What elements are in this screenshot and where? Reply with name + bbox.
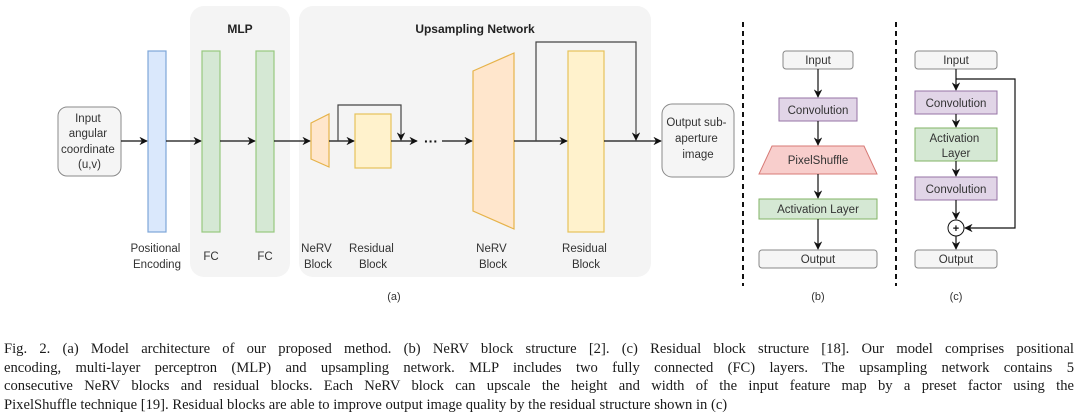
residual-block-large-label: Residual Block	[562, 243, 610, 271]
skip-connection-small	[337, 104, 406, 141]
b-input-label: Input	[805, 55, 831, 67]
ellipsis: ···	[424, 133, 438, 149]
caption-line-1: Fig. 2. (a) Model architecture of our pr…	[4, 341, 1074, 357]
b-output-node	[758, 249, 878, 269]
skip-connection-large	[535, 41, 641, 141]
panel-c-connectors	[951, 69, 1016, 250]
positional-encoding-label: Positional Encoding	[130, 243, 183, 271]
residual-block-small-label: Residual Block	[349, 243, 397, 271]
c-activation-node	[914, 127, 998, 162]
c-convolution-1-label: Convolution	[926, 98, 987, 110]
c-input-label: Input	[943, 55, 969, 67]
caption-line-4: PixelShuffle technique [19]. Residual bl…	[4, 396, 728, 413]
b-pixelshuffle-node	[758, 145, 878, 175]
caption-line-3: consecutive NeRV blocks and residual blo…	[4, 378, 1074, 394]
fc-layer-1-label: FC	[203, 251, 218, 263]
sub-caption-c: (c)	[950, 291, 963, 303]
b-output-label: Output	[801, 254, 836, 266]
c-sum-symbol: +	[953, 223, 959, 235]
b-pixelshuffle-label: PixelShuffle	[788, 155, 849, 167]
fc-layer-2	[255, 50, 275, 233]
c-convolution-2-label: Convolution	[926, 184, 987, 196]
nerv-block-large-label: NeRV Block	[476, 243, 510, 271]
figure-diagram: MLP Upsampling Network Input angular coo…	[57, 6, 1016, 303]
mlp-group-title: MLP	[227, 22, 252, 36]
input-coordinate-label: Input angular coordinate (u,v)	[61, 113, 118, 171]
output-image-node	[661, 103, 735, 178]
output-image-label: Output sub- aperture image	[666, 117, 729, 161]
upsampling-group-title: Upsampling Network	[415, 22, 535, 36]
nerv-block-small-label: NeRV Block	[301, 243, 335, 271]
residual-block-small	[354, 113, 392, 169]
figure-caption: Fig. 2. (a) Model architecture of our pr…	[4, 340, 1074, 414]
nerv-block-large	[472, 52, 515, 230]
sub-caption-a: (a)	[387, 291, 400, 303]
c-output-label: Output	[939, 254, 974, 266]
fc-layer-2-label: FC	[257, 251, 272, 263]
nerv-block-small	[310, 113, 330, 168]
b-convolution-label: Convolution	[788, 105, 849, 117]
c-skip-connection	[956, 78, 1016, 233]
caption-line-2: encoding, multi-layer perceptron (MLP) a…	[4, 359, 1074, 376]
panel-a-connectors	[121, 41, 662, 146]
panel-a: MLP Upsampling Network Input angular coo…	[57, 6, 735, 303]
b-activation-label: Activation Layer	[777, 204, 859, 216]
c-activation-label: Activation Layer	[929, 133, 982, 160]
residual-block-large	[567, 50, 605, 233]
panel-b: Input Convolution PixelShuffle Activatio…	[758, 50, 878, 303]
positional-encoding-layer	[147, 50, 167, 233]
sub-caption-b: (b)	[811, 291, 824, 303]
fc-layer-1	[201, 50, 221, 233]
c-output-node	[914, 249, 998, 269]
panel-c: Input Convolution Activation Layer Convo…	[914, 50, 1016, 303]
